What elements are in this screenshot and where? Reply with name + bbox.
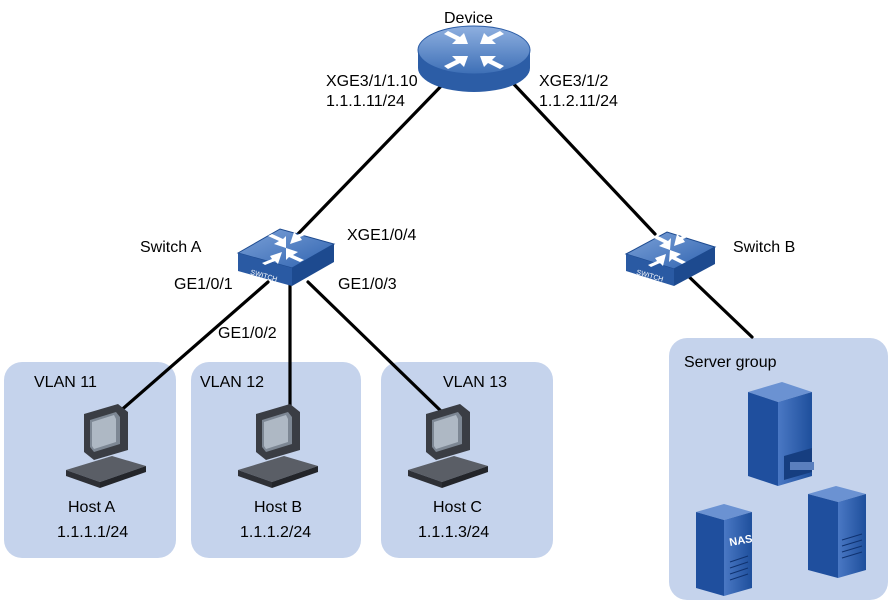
switch-a-uplink-port: XGE1/0/4 — [347, 227, 417, 244]
switch-b-label: Switch B — [733, 239, 796, 256]
host-b-computer-icon — [238, 404, 318, 488]
switch-a-icon: SWITCH — [236, 228, 336, 286]
server-group-label: Server group — [684, 354, 777, 371]
right-link-ip: 1.1.2.11/24 — [539, 93, 618, 110]
switch-a-port-1: GE1/0/1 — [174, 276, 233, 293]
host-b-ip: 1.1.1.2/24 — [240, 524, 312, 541]
switch-a-label: Switch A — [140, 239, 202, 256]
router-icon — [417, 25, 531, 92]
nas-label: NAS — [728, 533, 753, 549]
host-a-ip: 1.1.1.1/24 — [57, 524, 129, 541]
left-link-ip: 1.1.1.11/24 — [326, 93, 405, 110]
vlan-11-label: VLAN 11 — [34, 374, 97, 391]
device-label: Device — [444, 10, 493, 27]
switch-a-port-2: GE1/0/2 — [218, 325, 277, 342]
host-c-computer-icon — [408, 404, 488, 488]
switch-b-icon: SWITCH — [624, 231, 717, 286]
host-a-computer-icon — [66, 404, 146, 488]
server-tower-icon — [748, 382, 814, 486]
switch-a-port-3: GE1/0/3 — [338, 276, 397, 293]
host-c-name: Host C — [433, 499, 482, 516]
link-ge1-host-a — [116, 280, 270, 415]
server-rack-icon — [808, 486, 866, 578]
nas-server-icon: NAS — [696, 504, 753, 596]
link-device-switch-a — [294, 78, 449, 238]
link-switch-b-servers — [682, 270, 754, 339]
link-device-switch-b — [508, 78, 657, 236]
vlan-11-zone — [4, 362, 176, 558]
host-a-name: Host A — [68, 499, 116, 516]
right-link-port: XGE3/1/2 — [539, 73, 609, 90]
link-ge3-host-c — [306, 280, 445, 415]
host-c-ip: 1.1.1.3/24 — [418, 524, 490, 541]
host-b-name: Host B — [254, 499, 303, 516]
vlan-13-label: VLAN 13 — [443, 374, 508, 391]
vlan-12-label: VLAN 12 — [200, 374, 265, 391]
left-link-port: XGE3/1/1.10 — [326, 73, 418, 90]
